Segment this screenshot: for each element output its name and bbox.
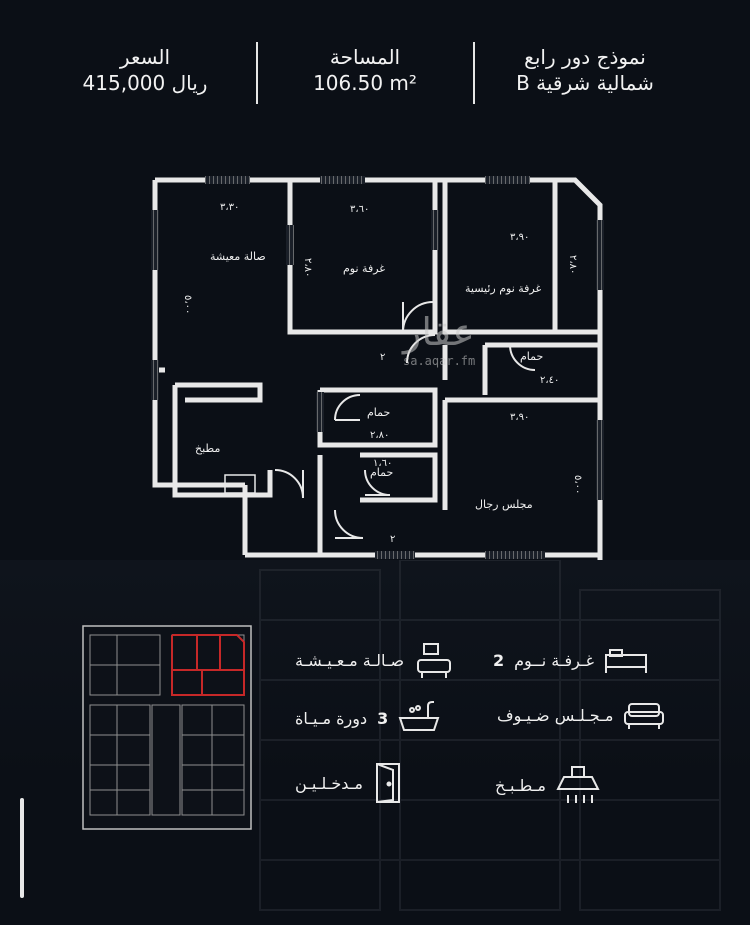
corridor-width: ٢: [380, 352, 385, 363]
window-marks: [151, 176, 604, 559]
bedroom-height: ٢،٨٠: [302, 258, 313, 277]
bath2-width: ٢،٨٠: [370, 430, 389, 441]
header: السعر 415,000 ريال المساحة 106.50 m² نمو…: [0, 0, 750, 120]
feature-bathrooms: دورة مـيـاة 3: [295, 700, 440, 736]
area-value: 106.50 m²: [313, 71, 417, 95]
feature-bedrooms: 2 غـرفـة نــوم: [493, 645, 648, 675]
living-height: ٥،٠٠: [182, 295, 193, 314]
scrollbar[interactable]: [20, 798, 24, 898]
bath1-label: حمام: [520, 350, 543, 363]
door-icon: [373, 762, 403, 804]
highlighted-unit: [171, 634, 245, 696]
feature-entrances: مـدخـلـيـن: [295, 762, 403, 804]
header-divider: [473, 42, 475, 104]
feature-label: مـطـبـخ: [495, 775, 546, 795]
kitchen-label: مطبخ: [195, 442, 220, 455]
entry-width: ٢: [390, 534, 395, 545]
master-height: ٢،٨٠: [567, 255, 578, 274]
bath2-label: حمام: [367, 406, 390, 419]
bath3-label: حمام: [370, 466, 393, 479]
feature-label: مـدخـلـيـن: [295, 773, 363, 793]
sofa-icon: [623, 700, 665, 730]
bedroom-width: ٣،٦٠: [350, 204, 369, 215]
bed-icon: [604, 645, 648, 675]
feature-label: مـجـلـس ضـيـوف: [497, 705, 614, 725]
header-divider: [256, 42, 258, 104]
feature-count: 2: [493, 650, 505, 670]
bath3-width: ١،٦٠: [373, 458, 392, 469]
watermark-url: sa.aqar.fm: [403, 354, 476, 368]
feature-majlis: مـجـلـس ضـيـوف: [497, 700, 665, 730]
floor-plan: ٣،٣٠ صالة معيشة ٥،٠٠ ٣،٦٠ غرفة نوم ٢،٨٠ …: [151, 176, 604, 560]
majlis-height: ٥،٠٠: [572, 475, 583, 494]
majlis-width: ٣،٩٠: [510, 412, 529, 423]
watermark-brand: عقار: [403, 310, 475, 354]
model-block: نموذج دور رابع B شمالية شرقية: [490, 44, 680, 96]
model-title: نموذج دور رابع: [524, 45, 646, 69]
price-block: السعر 415,000 ريال: [70, 44, 220, 96]
majlis-label: مجلس رجال: [475, 498, 533, 511]
bath1-width: ٢،٤٠: [540, 375, 559, 386]
master-width: ٣،٩٠: [510, 232, 529, 243]
area-title: المساحة: [329, 45, 401, 69]
feature-count: 3: [377, 708, 389, 728]
bathtub-icon: [398, 700, 440, 736]
living-room-icon: [414, 640, 454, 680]
building-silhouette: [259, 560, 721, 911]
feature-kitchen: مـطـبـخ: [495, 765, 600, 805]
building-key-plan: [82, 625, 252, 830]
area-block: المساحة 106.50 m²: [290, 44, 440, 96]
living-label: صالة معيشة: [210, 250, 266, 263]
price-title: السعر: [119, 45, 171, 69]
price-value: 415,000 ريال: [82, 71, 208, 95]
feature-label: غـرفـة نــوم: [514, 650, 595, 670]
feature-label: صـالـة مـعـيـشـة: [295, 650, 405, 670]
feature-living: صـالـة مـعـيـشـة: [295, 640, 454, 680]
kitchen-hood-icon: [556, 765, 600, 805]
feature-label: دورة مـيـاة: [295, 708, 368, 728]
master-label: غرفة نوم رئيسية: [465, 282, 541, 295]
model-value: B شمالية شرقية: [516, 71, 654, 95]
living-width: ٣،٣٠: [220, 202, 239, 213]
bedroom-label: غرفة نوم: [343, 262, 385, 275]
aqar-watermark: عقار sa.aqar.fm: [403, 310, 523, 380]
